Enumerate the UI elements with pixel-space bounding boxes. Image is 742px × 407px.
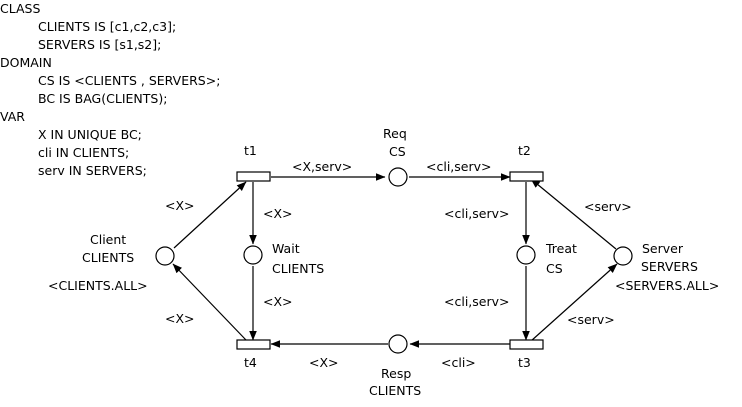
arc-label-t3-server: <serv>: [567, 312, 615, 327]
arc-server-to-t2: [530, 178, 617, 250]
transition-label-t2: t2: [518, 143, 531, 158]
decl-domain-keyword: DOMAIN: [0, 55, 52, 70]
place-client-name: Client: [90, 232, 126, 247]
place-wait-name: Wait: [272, 241, 300, 256]
place-resp-name: Resp: [381, 366, 411, 381]
decl-var-cli: cli IN CLIENTS;: [38, 145, 129, 160]
arc-label-t4-client: <X>: [165, 311, 195, 326]
arc-label-resp-t4: <X>: [309, 355, 339, 370]
transition-t2[interactable]: [509, 171, 544, 182]
arc-t4-to-client: [172, 263, 247, 341]
place-labels: Client CLIENTS <CLIENTS.ALL> Req CS Wait…: [48, 126, 719, 398]
arc-label-treat-t3: <cli,serv>: [444, 294, 509, 309]
place-wait-domain: CLIENTS: [272, 261, 324, 276]
places: [155, 167, 633, 354]
arcs: [172, 173, 618, 348]
transitions: [236, 171, 544, 350]
decl-var-x: X IN UNIQUE BC;: [38, 127, 142, 142]
place-server[interactable]: [613, 246, 633, 266]
arc-label-t1-wait: <X>: [263, 206, 293, 221]
arc-client-to-t1: [173, 181, 247, 249]
arc-label-t2-treat: <cli,serv>: [444, 206, 509, 221]
place-resp-domain: CLIENTS: [369, 383, 421, 398]
arc-label-t3-resp: <cli>: [441, 355, 476, 370]
transition-labels: t1 t2 t3 t4: [244, 143, 531, 370]
place-req[interactable]: [388, 167, 408, 187]
place-server-name: Server: [642, 241, 684, 256]
transition-label-t4: t4: [244, 355, 257, 370]
place-server-domain: SERVERS: [641, 259, 698, 274]
declarations-block: CLASS CLIENTS IS [c1,c2,c3]; SERVERS IS …: [0, 1, 220, 178]
arc-label-client-t1: <X>: [165, 198, 195, 213]
arc-label-server-t2: <serv>: [584, 199, 632, 214]
transition-t3[interactable]: [509, 339, 544, 350]
place-client-domain: CLIENTS: [82, 250, 134, 265]
transition-label-t3: t3: [518, 355, 531, 370]
decl-class-keyword: CLASS: [0, 1, 40, 16]
place-resp[interactable]: [388, 334, 408, 354]
place-treat-domain: CS: [546, 261, 563, 276]
place-treat[interactable]: [516, 245, 536, 265]
place-treat-name: Treat: [545, 241, 577, 256]
place-req-domain: CS: [389, 144, 406, 159]
arc-labels: <X> <X,serv> <X> <cli,serv> <serv> <cli,…: [165, 159, 632, 370]
arc-label-req-t2: <cli,serv>: [426, 159, 491, 174]
place-client[interactable]: [155, 246, 175, 266]
decl-cs-domain: CS IS <CLIENTS , SERVERS>;: [38, 73, 220, 88]
transition-t1[interactable]: [236, 171, 271, 182]
place-server-marking: <SERVERS.ALL>: [615, 278, 719, 293]
decl-servers-class: SERVERS IS [s1,s2];: [38, 37, 161, 52]
arc-label-t1-req: <X,serv>: [292, 159, 352, 174]
transition-t4[interactable]: [236, 339, 271, 350]
place-wait[interactable]: [243, 245, 263, 265]
transition-label-t1: t1: [244, 143, 257, 158]
arc-label-wait-t4: <X>: [263, 294, 293, 309]
decl-var-serv: serv IN SERVERS;: [38, 163, 147, 178]
decl-bc-domain: BC IS BAG(CLIENTS);: [38, 91, 167, 106]
arc-t3-to-server: [530, 263, 618, 342]
decl-var-keyword: VAR: [0, 109, 25, 124]
place-client-marking: <CLIENTS.ALL>: [48, 278, 148, 293]
decl-clients-class: CLIENTS IS [c1,c2,c3];: [38, 19, 176, 34]
place-req-name: Req: [383, 126, 407, 141]
